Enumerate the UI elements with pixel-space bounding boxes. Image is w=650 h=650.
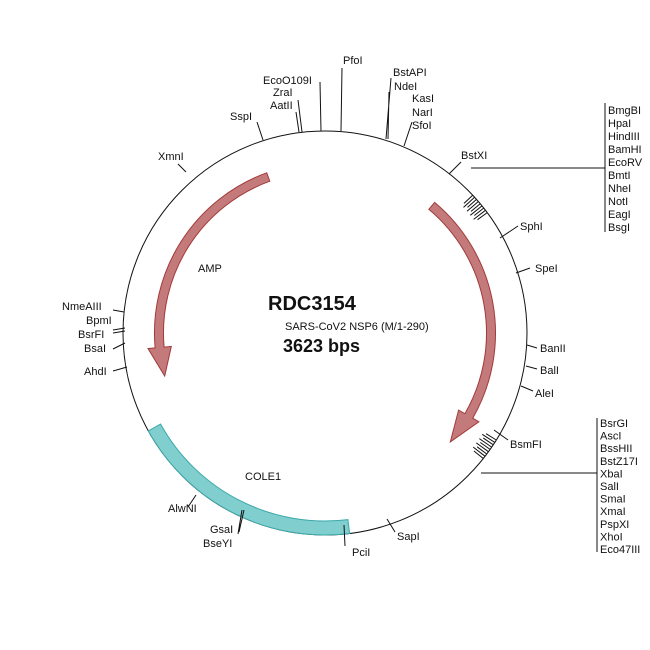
insert-name: SARS-CoV2 NSP6 (M/1-290) (285, 321, 429, 333)
mcs-site-bmti: BmtI (608, 170, 631, 182)
mcs-site-bsgi: BsgI (608, 222, 630, 234)
site-bseyi: BseYI (203, 538, 232, 550)
site-zrai: ZraI (273, 87, 293, 99)
site-bstapi: BstAPI (393, 67, 427, 79)
site-ndei: NdeI (394, 81, 417, 93)
site-bsai: BsaI (84, 343, 106, 355)
site-alwni: AlwNI (168, 503, 197, 515)
mcs-site-eagi: EagI (608, 209, 631, 221)
site-nmeaiii: NmeAIII (62, 301, 102, 313)
cole1-label: COLE1 (245, 471, 281, 483)
mcs-site-asci: AscI (600, 431, 621, 443)
mcs-site-bamhi: BamHI (608, 144, 642, 156)
mcs-site-smai: SmaI (600, 494, 626, 506)
site-bstxi: BstXI (461, 150, 487, 162)
site-aatii: AatII (270, 100, 293, 112)
mcs-site-sali: SalI (600, 481, 619, 493)
mcs-site-bsshii: BssHII (600, 443, 632, 455)
site-ahdi: AhdI (84, 366, 107, 378)
site-spei: SpeI (535, 263, 558, 275)
site-sphi: SphI (520, 221, 543, 233)
amp-label: AMP (198, 263, 222, 275)
site-sfoi: SfoI (412, 120, 432, 132)
site-bpmi: BpmI (86, 315, 112, 327)
site-xmni: XmnI (158, 151, 184, 163)
mcs-site-xbai: XbaI (600, 468, 623, 480)
site-pcii: PciI (352, 547, 370, 559)
mcs-site-nhei: NheI (608, 183, 631, 195)
site-ticks (112, 67, 606, 552)
mcs-site-hindiii: HindIII (608, 131, 640, 143)
mcs-site-bstz17i: BstZ17I (600, 456, 638, 468)
site-bali: BalI (540, 365, 559, 377)
mcs-site-bmgbi: BmgBI (608, 105, 641, 117)
site-ecoo109i: EcoO109I (263, 75, 312, 87)
insert-arrow (428, 201, 496, 444)
mcs-site-xhoi: XhoI (600, 531, 623, 543)
site-banii: BanII (540, 343, 566, 355)
mcs-lower-list: BsrGIAscIBssHIIBstZ17IXbaISalISmaIXmaIPs… (600, 418, 640, 556)
mcs-site-xmai: XmaI (600, 506, 626, 518)
mcs-site-ecorv: EcoRV (608, 157, 643, 169)
plasmid-name: RDC3154 (268, 293, 357, 315)
mcs-upper-list: BmgBIHpaIHindIIIBamHIEcoRVBmtINheINotIEa… (608, 105, 643, 234)
mcs-site-pspxi: PspXI (600, 519, 629, 531)
amp-arrow (147, 172, 271, 378)
mcs-site-hpai: HpaI (608, 118, 631, 130)
site-sspi: SspI (230, 111, 252, 123)
site-pfoi: PfoI (343, 55, 363, 67)
site-sapi: SapI (397, 531, 420, 543)
plasmid-size: 3623 bps (283, 336, 360, 356)
site-bsrfi: BsrFI (78, 329, 104, 341)
site-bsmfi: BsmFI (510, 439, 542, 451)
site-gsai: GsaI (210, 524, 233, 536)
cole1-feature (147, 423, 351, 536)
mcs-site-noti: NotI (608, 196, 628, 208)
site-alei: AleI (535, 388, 554, 400)
site-kasi: KasI (412, 93, 434, 105)
mcs-site-bsrgi: BsrGI (600, 418, 628, 430)
mcs-site-eco47iii: Eco47III (600, 544, 640, 556)
site-nari: NarI (412, 107, 433, 119)
